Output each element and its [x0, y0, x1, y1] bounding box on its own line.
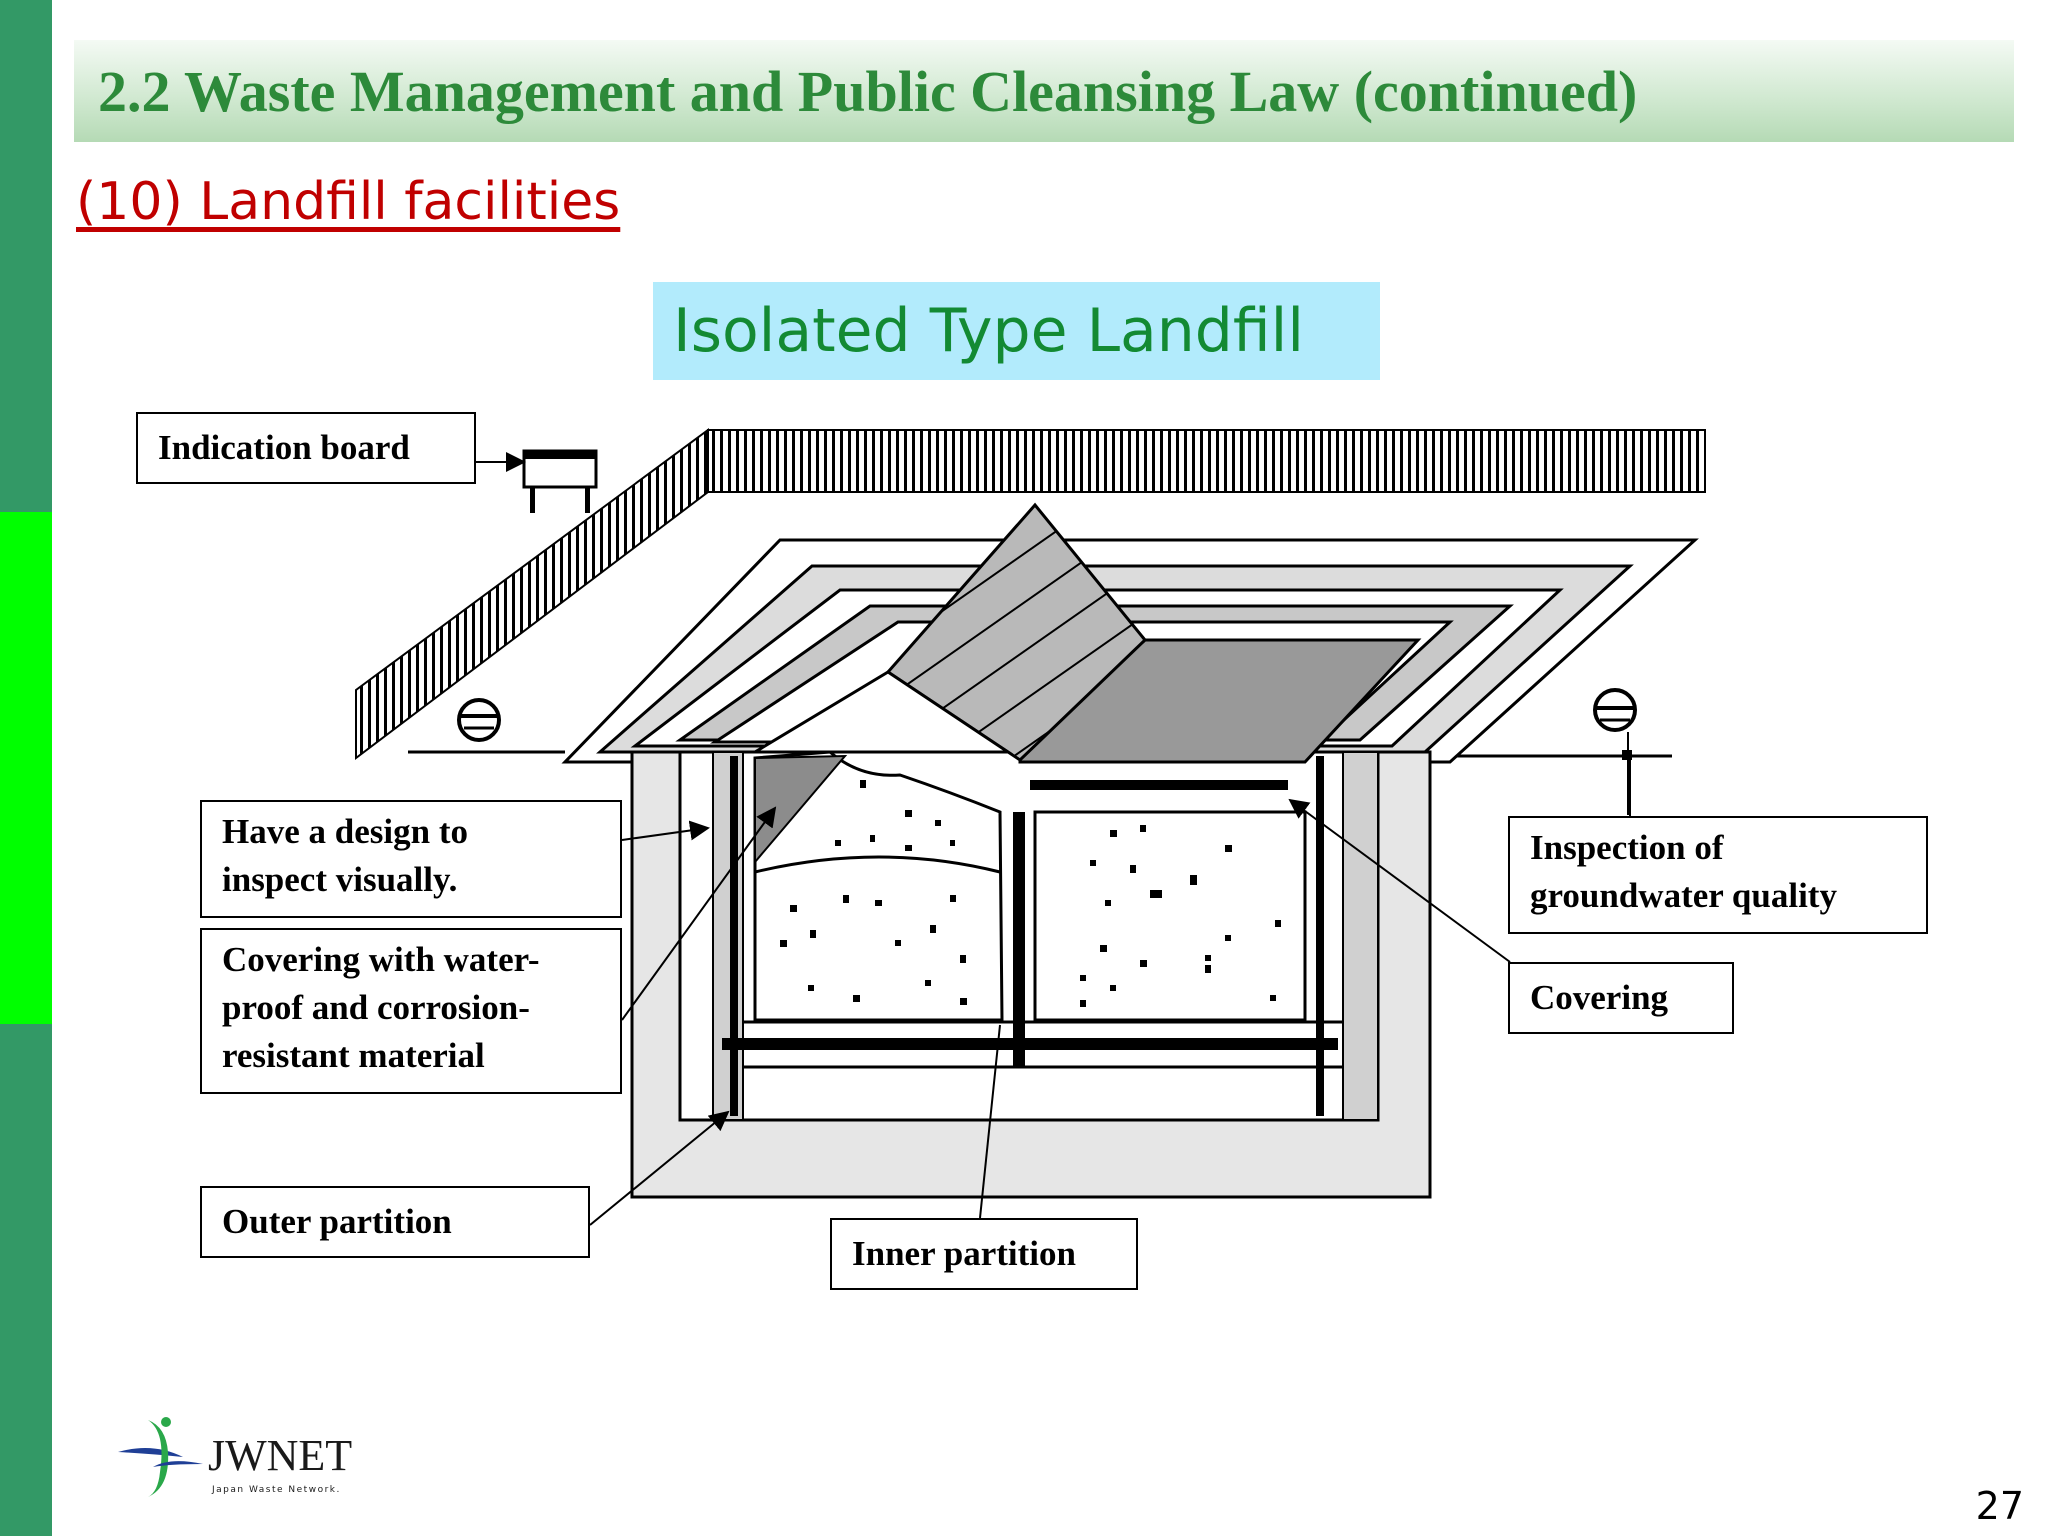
waste-particles: [780, 780, 1281, 1007]
callout-covering-material: Covering with water- proof and corrosion…: [200, 928, 622, 1094]
callout-inner-partition: Inner partition: [830, 1218, 1138, 1290]
waste-right-compartment: [1033, 810, 1307, 1022]
leader-inner-partition: [979, 1024, 1001, 1219]
slide-title: 2.2 Waste Management and Public Cleansin…: [98, 58, 1638, 124]
page-number: 27: [1975, 1484, 2024, 1528]
roof-covering: [749, 502, 1422, 790]
logo-name: JWNET: [208, 1431, 352, 1480]
waste-left-compartment: [753, 750, 1004, 1022]
slide-subtitle: (10) Landfill facilities: [76, 172, 621, 232]
leader-visual-inspection: [621, 820, 710, 841]
logo-tagline: Japan Waste Network.: [211, 1485, 341, 1495]
callout-visual-inspection: Have a design to inspect visually.: [200, 800, 622, 918]
horizontal-partitions: [722, 1020, 1343, 1069]
sidebar-accent: [0, 512, 52, 1024]
callout-groundwater-inspection: Inspection of groundwater quality: [1508, 816, 1928, 934]
diagram-title: Isolated Type Landfill: [653, 282, 1380, 380]
jwnet-logo: JWNET Japan Waste Network.: [108, 1412, 378, 1502]
monitoring-well-right: [1593, 688, 1637, 815]
leader-outer-partition: [589, 1110, 730, 1226]
indication-board-sign: [522, 449, 598, 513]
callout-covering: Covering: [1508, 962, 1734, 1034]
callout-outer-partition: Outer partition: [200, 1186, 590, 1258]
inner-partition-wall: [1013, 812, 1025, 1067]
leader-covering-material: [621, 806, 777, 1021]
title-bar: 2.2 Waste Management and Public Cleansin…: [74, 40, 2014, 142]
monitoring-well-left: [457, 698, 501, 742]
jwnet-logo-mark: JWNET Japan Waste Network.: [118, 1417, 352, 1497]
perimeter-fence: [355, 428, 1706, 761]
callout-indication-board: Indication board: [136, 412, 476, 484]
leader-covering: [1288, 798, 1511, 963]
outer-box: [630, 750, 1432, 1199]
